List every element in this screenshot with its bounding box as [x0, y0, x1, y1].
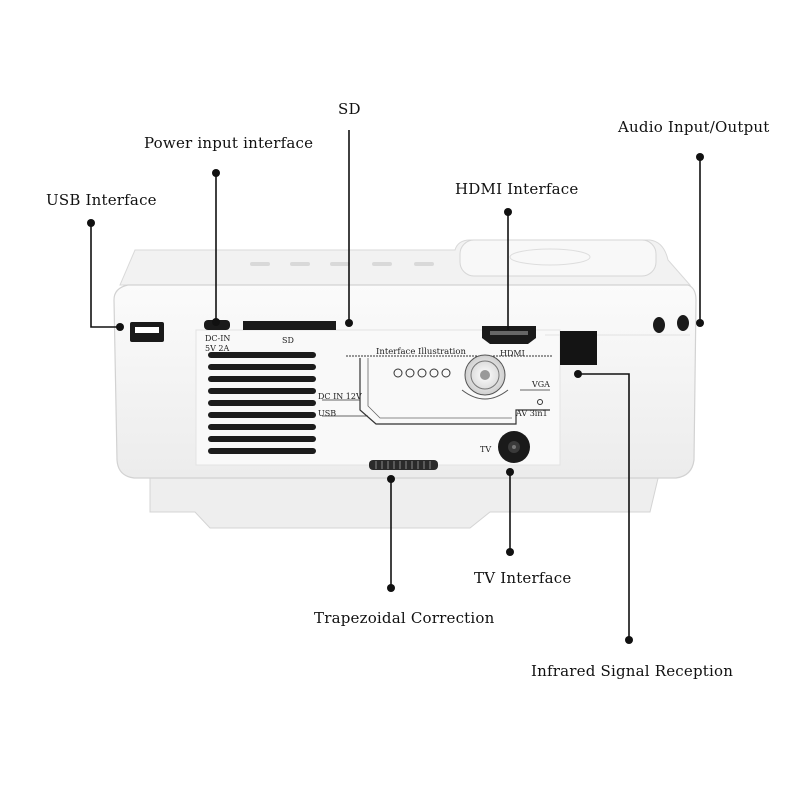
sd-panel-label: SD [282, 336, 294, 345]
callout-hdmi: HDMI Interface [455, 180, 579, 198]
av-3in1-label: AV 3in1 [515, 409, 548, 418]
usb-panel-label: USB [318, 409, 336, 418]
callout-infrared: Infrared Signal Reception [531, 662, 734, 680]
trapezoidal-dot-end [387, 584, 395, 592]
callout-usb: USB Interface [46, 191, 157, 209]
interface-illustration-panel [322, 354, 552, 425]
projector-body [113, 239, 697, 529]
dc-in-label-line2: 5V 2A [205, 344, 230, 353]
tv-port [498, 431, 530, 463]
usb-dot-top [87, 219, 95, 227]
callout-sd: SD [338, 100, 361, 118]
usb-dot-end [116, 323, 124, 331]
infrared-dot-start [574, 370, 582, 378]
audio-dot-top [696, 153, 704, 161]
trapezoidal-dot-top [387, 475, 395, 483]
callout-tv: TV Interface [474, 569, 572, 587]
tv-panel-label: TV [480, 445, 491, 454]
tv-dot-top [506, 468, 514, 476]
infrared-receiver [560, 331, 597, 365]
callout-trapezoidal: Trapezoidal Correction [314, 609, 495, 627]
audio-jacks [653, 315, 689, 333]
hdmi-port [482, 326, 536, 344]
power-dot-end [212, 318, 220, 326]
interface-illustration-title: Interface Illustration [376, 347, 466, 357]
hdmi-panel-label: HDMI [500, 349, 525, 358]
audio-dot-end [696, 319, 704, 327]
dc-in-12v-label: DC IN 12V [318, 392, 362, 401]
leader-lines [90, 130, 701, 640]
vga-label: VGA [531, 380, 550, 389]
infrared-dot-end [625, 636, 633, 644]
callout-power-input: Power input interface [144, 134, 314, 152]
leader-dots [87, 153, 704, 644]
vent-grille [208, 352, 316, 454]
hdmi-dot-top [504, 208, 512, 216]
sd-dot-end [345, 319, 353, 327]
power-dot-top [212, 169, 220, 177]
callout-audio: Audio Input/Output [618, 118, 770, 136]
usb-port [130, 322, 164, 342]
tv-dot-end [506, 548, 514, 556]
trapezoidal-wheel [369, 460, 438, 470]
dc-in-label-line1: DC-IN [205, 334, 230, 343]
sd-slot [243, 321, 336, 330]
